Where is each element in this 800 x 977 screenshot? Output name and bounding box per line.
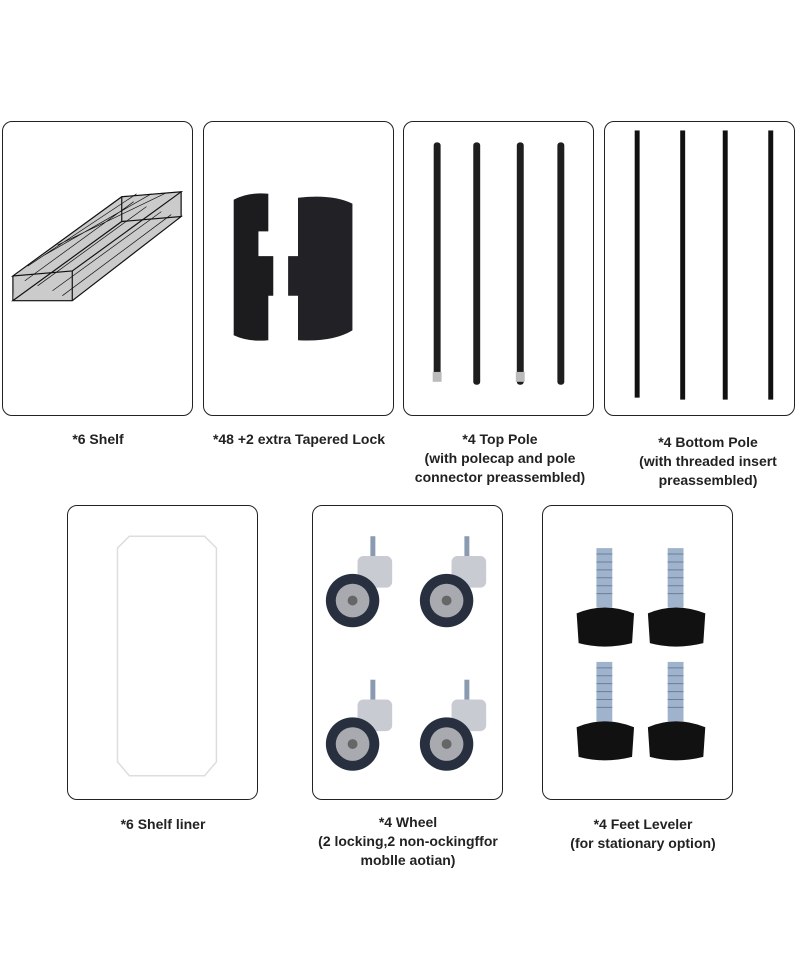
top-pole-icon (432, 142, 565, 385)
part-caption-tapered-lock: *48 +2 extra Tapered Lock (212, 431, 386, 447)
part-caption-shelf-liner: *6 Shelf liner (120, 816, 206, 832)
wheel-icon (325, 536, 487, 771)
top-pole-image-box (403, 121, 594, 416)
wheel-image-box (312, 505, 503, 800)
shelf-liner-icon (116, 535, 218, 777)
part-caption-feet-leveler: *4 Feet Leveler(for stationary option) (570, 816, 716, 851)
bottom-pole-icon (634, 130, 774, 400)
shelf-image-box (2, 121, 193, 416)
feet-leveler-image-box (542, 505, 733, 800)
feet-leveler-icon (576, 547, 706, 761)
bottom-pole-image-box (604, 121, 795, 416)
tapered-lock-image-box (203, 121, 394, 416)
shelf-liner-image-box (67, 505, 258, 800)
wire-shelf-icon (10, 191, 184, 302)
tapered-lock-icon (233, 193, 353, 341)
part-caption-shelf: *6 Shelf (72, 431, 124, 447)
